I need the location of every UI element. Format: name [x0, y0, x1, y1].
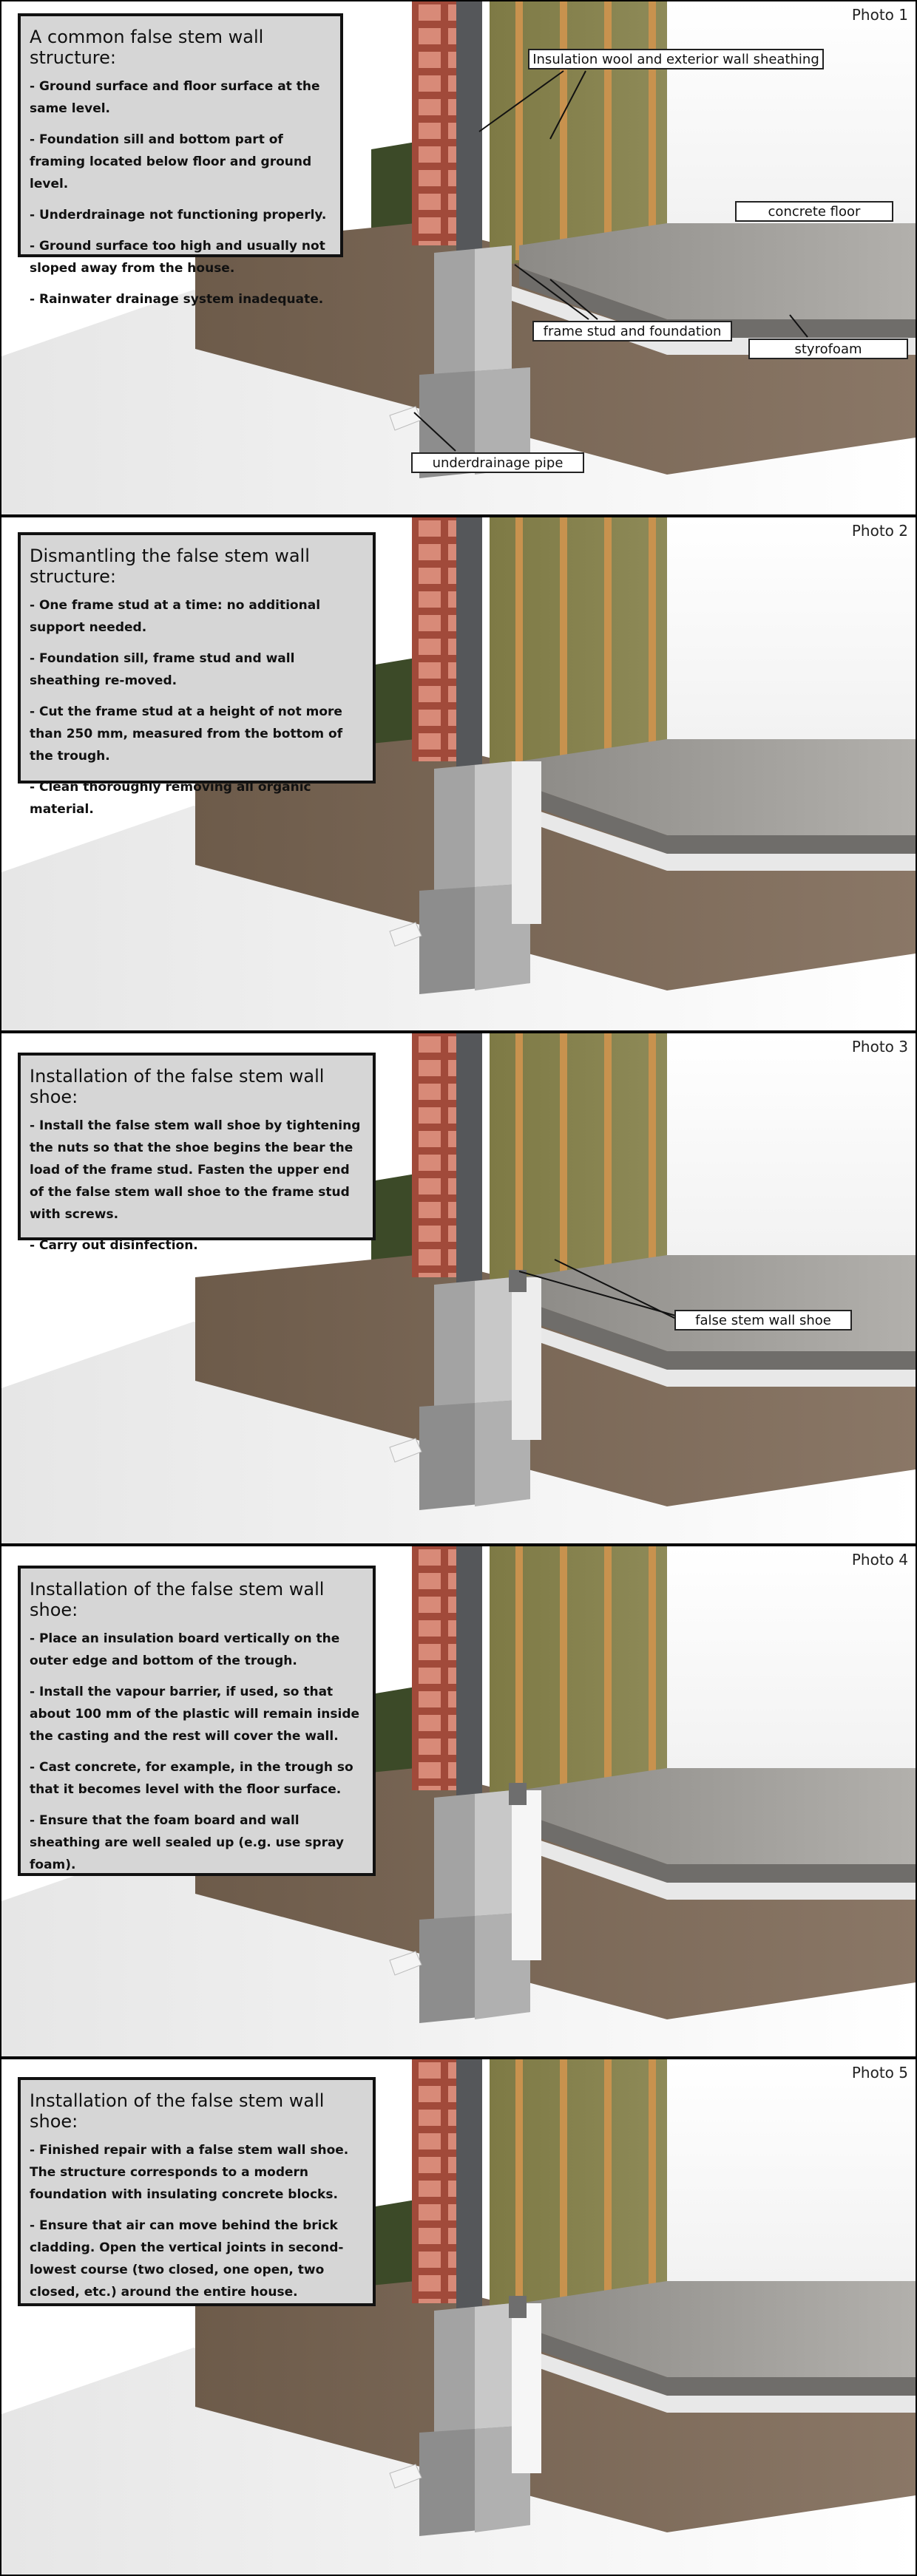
- info-box: Installation of the false stem wall shoe…: [18, 1053, 376, 1253]
- bullet-item: - Cast concrete, for example, in the tro…: [30, 1760, 353, 1797]
- panel-photo-2: Photo 2 Dismantling the false stem wall …: [1, 517, 916, 1030]
- info-title: Installation of the false stem wall shoe…: [30, 1579, 325, 1620]
- photo-label: Photo 1: [851, 6, 908, 24]
- bullet-item: - Ground surface and floor surface at th…: [30, 79, 320, 116]
- bullet-item: - Clean thoroughly removing all organic …: [30, 780, 311, 817]
- photo-label: Photo 2: [851, 522, 908, 540]
- panel-photo-5: Photo 5 Installation of the false stem w…: [1, 2059, 916, 2575]
- bullet-item: - Place an insulation board vertically o…: [30, 1631, 340, 1668]
- callout-insulation: Insulation wool and exterior wall sheath…: [528, 49, 824, 69]
- callout-styrofoam: styrofoam: [748, 339, 908, 359]
- callout-underdrainage: underdrainage pipe: [411, 452, 584, 473]
- info-title: Installation of the false stem wall shoe…: [30, 2090, 325, 2132]
- bullet-item: - Underdrainage not functioning properly…: [30, 208, 327, 222]
- bullet-item: - Ensure that air can move behind the br…: [30, 2218, 344, 2300]
- photo-label: Photo 3: [851, 1038, 908, 1056]
- info-box: Installation of the false stem wall shoe…: [18, 2077, 376, 2306]
- panel-photo-4: Photo 4 Installation of the false stem w…: [1, 1546, 916, 2056]
- illustration-photo-4: [1, 1546, 916, 2056]
- bullet-item: - Install the vapour barrier, if used, s…: [30, 1685, 360, 1744]
- callout-false-stem-wall-shoe: false stem wall shoe: [674, 1310, 852, 1331]
- bullet-item: - Rainwater drainage system inadequate.: [30, 292, 324, 307]
- bullet-item: - Install the false stem wall shoe by ti…: [30, 1118, 361, 1222]
- illustration-photo-2: [1, 517, 916, 1030]
- info-box: Installation of the false stem wall shoe…: [18, 1566, 376, 1876]
- info-box: A common false stem wall structure: - Gr…: [18, 13, 343, 307]
- panel-photo-3: Photo 3 Installation of the false stem w…: [1, 1033, 916, 1543]
- photo-label: Photo 5: [851, 2064, 908, 2081]
- info-box: Dismantling the false stem wall structur…: [18, 532, 376, 817]
- bullet-item: - One frame stud at a time: no additiona…: [30, 598, 321, 635]
- info-title: A common false stem wall structure:: [30, 27, 264, 68]
- illustration-photo-5: [1, 2059, 916, 2575]
- bullet-item: - Ground surface too high and usually no…: [30, 239, 325, 276]
- bullet-item: - Ensure that the foam board and wall sh…: [30, 1813, 345, 1872]
- bullet-item: - Foundation sill and bottom part of fra…: [30, 132, 312, 191]
- bullet-item: - Finished repair with a false stem wall…: [30, 2143, 349, 2202]
- photo-label: Photo 4: [851, 1551, 908, 1569]
- bullet-item: - Cut the frame stud at a height of not …: [30, 704, 343, 764]
- bullet-item: - Foundation sill, frame stud and wall s…: [30, 651, 295, 688]
- bullet-item: - Carry out disinfection.: [30, 1238, 198, 1253]
- info-title: Dismantling the false stem wall structur…: [30, 546, 310, 587]
- panel-photo-1: Photo 1 A common false stem wall structu…: [1, 1, 916, 514]
- callout-concrete-floor: concrete floor: [735, 201, 893, 222]
- info-title: Installation of the false stem wall shoe…: [30, 1066, 325, 1107]
- callout-frame-stud: frame stud and foundation: [532, 321, 732, 341]
